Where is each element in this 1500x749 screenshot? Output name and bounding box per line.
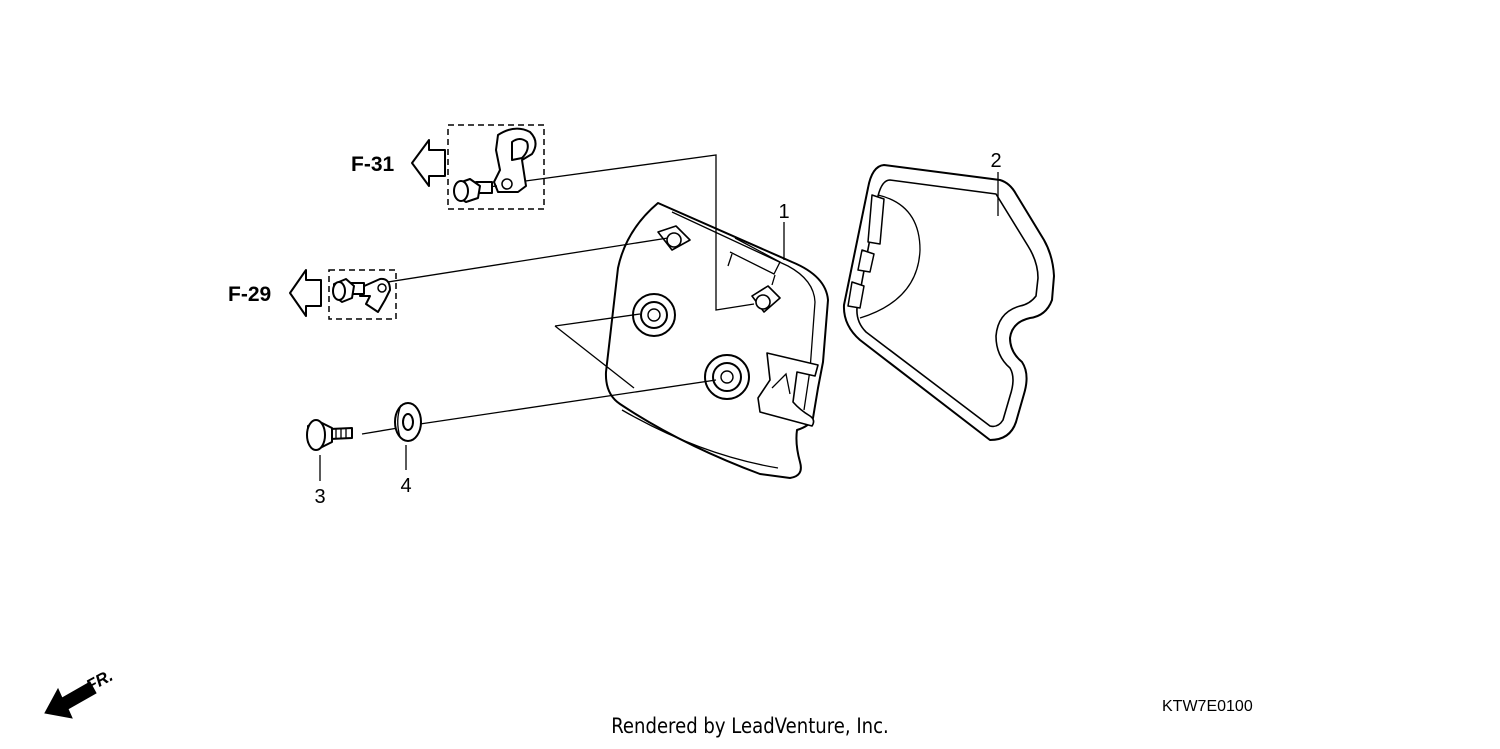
grommet-upper: [632, 293, 676, 337]
callout-number-bolt[interactable]: 3: [314, 486, 325, 508]
reference-label-upper[interactable]: F-31: [351, 153, 395, 176]
flange-bolt[interactable]: [306, 419, 353, 451]
front-direction-indicator: FR.: [44, 666, 116, 719]
front-arrow-icon: [44, 681, 97, 719]
callout-number-washer[interactable]: 4: [400, 475, 411, 497]
render-credit: Rendered by LeadVenture, Inc.: [611, 714, 889, 738]
upper-clamp-detail[interactable]: [447, 124, 545, 210]
callout-number-cover[interactable]: 1: [778, 201, 789, 223]
callout-number-gasket[interactable]: 2: [990, 150, 1001, 172]
reference-label-lower[interactable]: F-29: [228, 283, 271, 306]
diagram-code: KTW7E0100: [1162, 698, 1253, 715]
grommet-lower: [704, 354, 750, 400]
mounting-boss-lower: [751, 285, 781, 313]
mounting-boss-upper: [657, 225, 691, 251]
lower-clamp-detail[interactable]: [328, 269, 397, 320]
cylinder-head-cover[interactable]: [604, 202, 829, 479]
seal-washer[interactable]: [394, 402, 422, 442]
leader-lines: [319, 154, 999, 481]
cylinder-head-cover-gasket[interactable]: [842, 164, 1055, 441]
reference-arrow-icon: [289, 269, 322, 317]
reference-arrow-icon: [411, 139, 446, 187]
